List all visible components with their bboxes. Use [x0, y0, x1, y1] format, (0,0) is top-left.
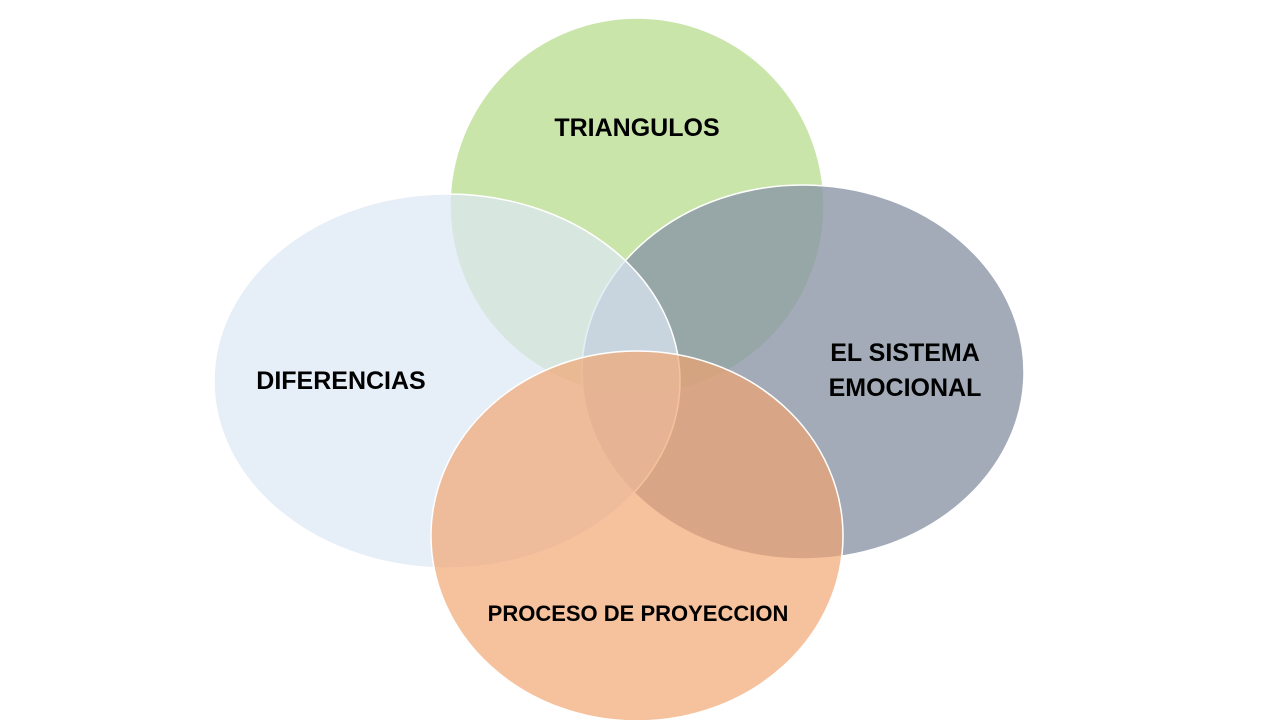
label-proceso-proyeccion: PROCESO DE PROYECCION — [487, 600, 789, 626]
label-diferencias: DIFERENCIAS — [256, 367, 426, 395]
label-sistema-line-1: EL SISTEMA — [830, 339, 980, 367]
label-sistema-emocional: EL SISTEMA EMOCIONAL — [829, 336, 982, 406]
circle-proceso-proyeccion — [430, 350, 844, 720]
label-sistema-line-2: EMOCIONAL — [828, 374, 982, 402]
label-triangulos: TRIANGULOS — [554, 114, 720, 142]
